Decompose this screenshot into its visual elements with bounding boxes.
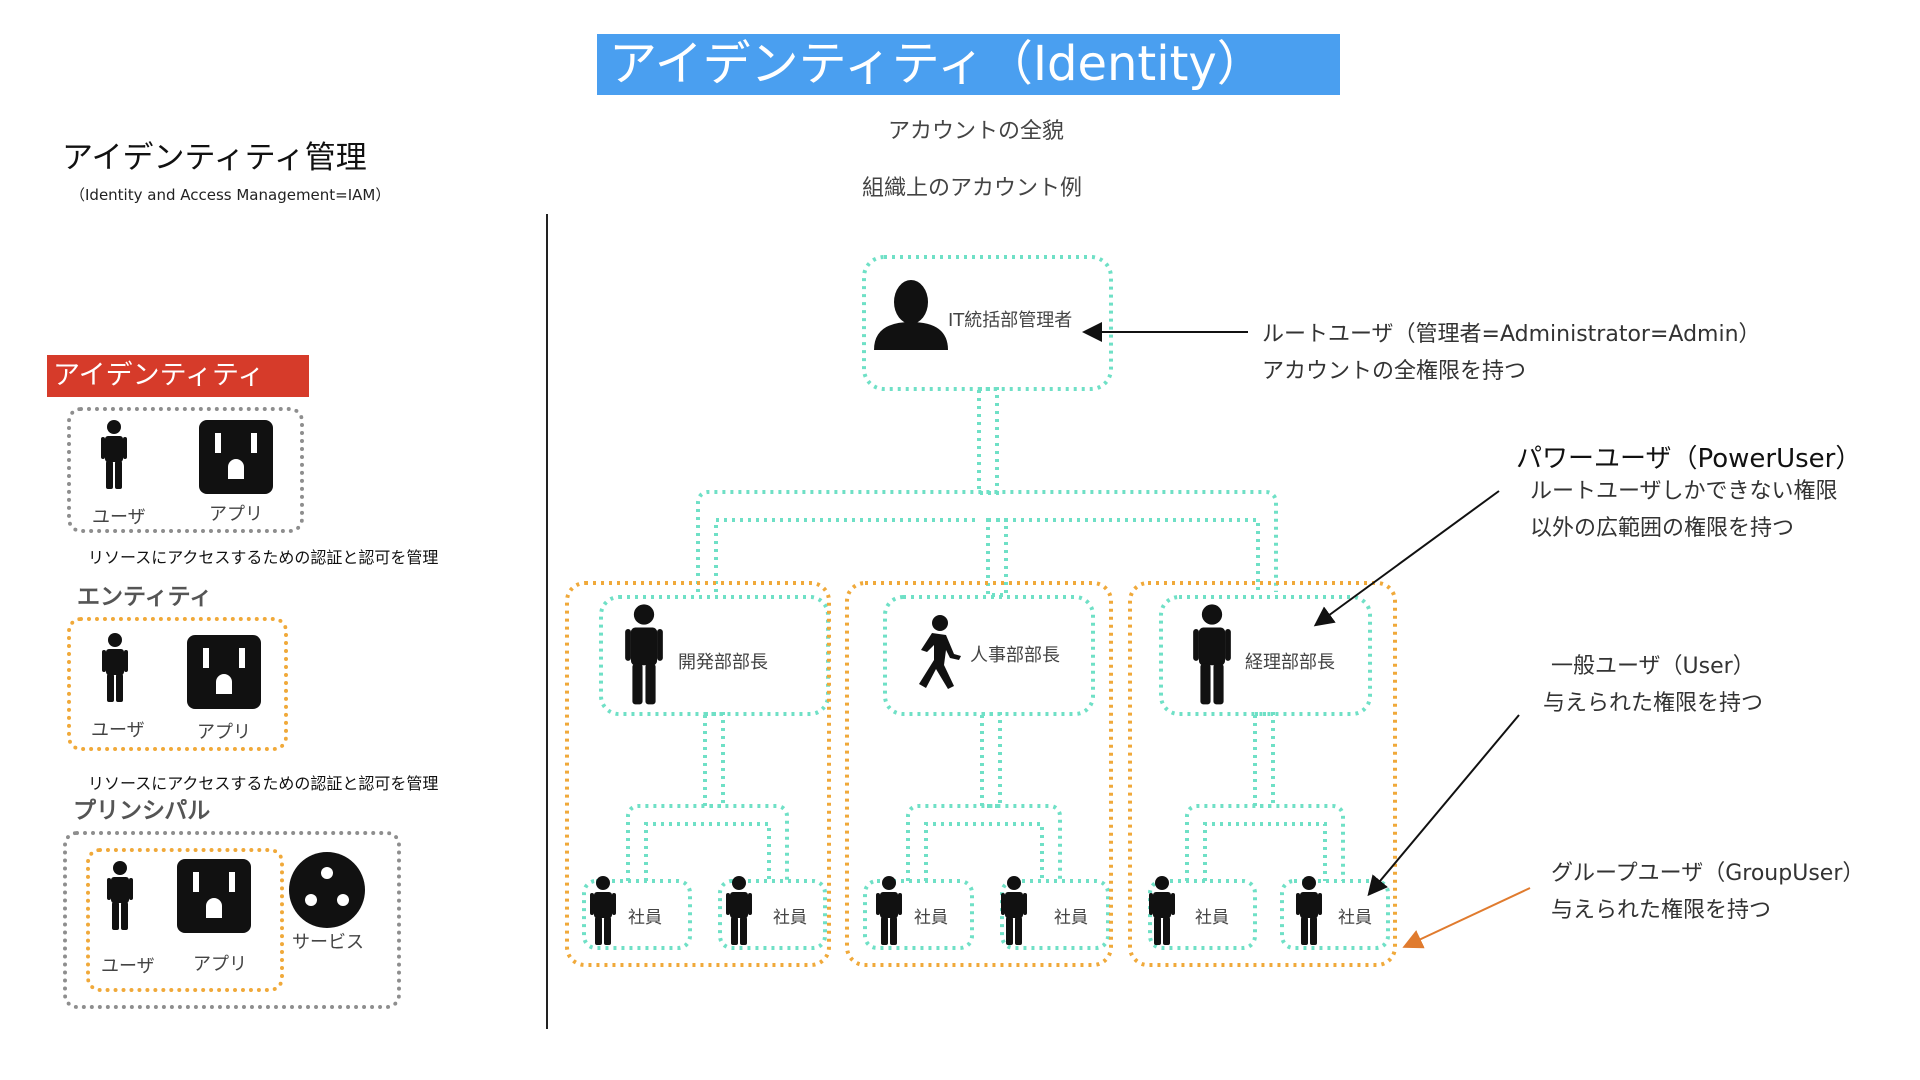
entity-heading: エンティティ	[77, 584, 213, 610]
employee-label: 社員	[1338, 908, 1372, 928]
entity-user-label: ユーザ	[91, 720, 145, 741]
employee-box	[863, 879, 974, 950]
principal-heading: プリンシパル	[73, 798, 211, 824]
entity-note: リソースにアクセスするための認証と認可を管理	[88, 774, 439, 793]
power-user-line2: 以外の広範囲の権限を持つ	[1530, 516, 1795, 541]
admin-head-icon	[874, 280, 948, 350]
dev-head-label: 開発部部長	[678, 652, 768, 673]
employee-icon	[1296, 876, 1322, 945]
employee-label: 社員	[1195, 908, 1229, 928]
acct-group-box	[1128, 581, 1397, 967]
hr-group-box	[845, 581, 1113, 967]
employee-icon	[590, 876, 616, 945]
identity-user-label: ユーザ	[92, 507, 146, 528]
dev-manager-icon	[625, 604, 663, 705]
employee-box	[582, 879, 692, 950]
power-user-arrow	[1313, 490, 1500, 627]
person-icon	[101, 420, 127, 489]
principal-service-label: サービス	[292, 932, 364, 953]
user-line1: 一般ユーザ（User）	[1551, 654, 1755, 679]
user-arrow	[1367, 714, 1520, 897]
employee-icon	[1149, 876, 1175, 945]
outlet-icon	[199, 420, 273, 494]
entity-app-label: アプリ	[197, 722, 251, 743]
subtitle-org-example: 組織上のアカウント例	[862, 176, 1083, 201]
employee-box	[1280, 879, 1390, 950]
group-user-annotation: グループユーザ（GroupUser） 与えられた権限を持つ	[1551, 855, 1864, 929]
female-manager-icon	[1193, 604, 1231, 705]
employee-icon	[876, 876, 902, 945]
root-user-line1: ルートユーザ（管理者=Administrator=Admin）	[1262, 322, 1761, 347]
iam-heading: アイデンティティ管理	[62, 140, 367, 176]
principal-app-label: アプリ	[193, 954, 247, 975]
walking-person-icon	[919, 615, 961, 689]
person-icon	[107, 861, 133, 930]
power-user-line1: ルートユーザしかできない権限	[1530, 479, 1838, 504]
page-title: アイデンティティ（Identity）	[597, 34, 1340, 95]
vertical-divider	[546, 214, 548, 1029]
user-line2: 与えられた権限を持つ	[1543, 691, 1764, 716]
outlet-icon	[187, 635, 261, 709]
employee-box	[718, 879, 827, 950]
root-user-annotation: ルートユーザ（管理者=Administrator=Admin） アカウントの全権…	[1262, 316, 1761, 390]
iam-subheading: （Identity and Access Management=IAM）	[70, 186, 391, 204]
root-node-label: IT統括部管理者	[948, 310, 1073, 331]
identity-app-label: アプリ	[209, 504, 263, 525]
group-user-line2: 与えられた権限を持つ	[1551, 898, 1772, 923]
identity-note: リソースにアクセスするための認証と認可を管理	[88, 548, 439, 567]
identity-box	[67, 407, 304, 533]
hr-head-box	[883, 595, 1095, 716]
person-icon	[102, 633, 128, 702]
user-annotation: 一般ユーザ（User） 与えられた権限を持つ	[1543, 648, 1763, 722]
employee-label: 社員	[773, 908, 807, 928]
employee-label: 社員	[1054, 908, 1088, 928]
employee-icon	[726, 876, 752, 945]
dev-group-box	[565, 581, 831, 967]
employee-box	[1000, 879, 1110, 950]
outlet-icon	[177, 859, 251, 933]
employee-label: 社員	[628, 908, 662, 928]
identity-label: アイデンティティ	[47, 355, 309, 397]
acct-head-box	[1159, 595, 1372, 716]
power-user-annotation: ルートユーザしかできない権限 以外の広範囲の権限を持つ	[1530, 473, 1838, 547]
subtitle-account-overview: アカウントの全貌	[888, 119, 1065, 144]
group-user-line1: グループユーザ（GroupUser）	[1551, 861, 1865, 886]
acct-head-label: 経理部部長	[1245, 652, 1335, 673]
hr-head-label: 人事部部長	[970, 645, 1060, 666]
employee-label: 社員	[914, 908, 948, 928]
entity-box	[67, 617, 288, 751]
principal-entity-box	[86, 848, 284, 992]
power-user-heading: パワーユーザ（PowerUser）	[1516, 444, 1862, 474]
group-user-arrow	[1402, 887, 1531, 949]
service-socket-icon	[289, 852, 365, 928]
principal-user-label: ユーザ	[101, 956, 155, 977]
root-user-line2: アカウントの全権限を持つ	[1262, 359, 1527, 384]
principal-box	[63, 831, 401, 1009]
